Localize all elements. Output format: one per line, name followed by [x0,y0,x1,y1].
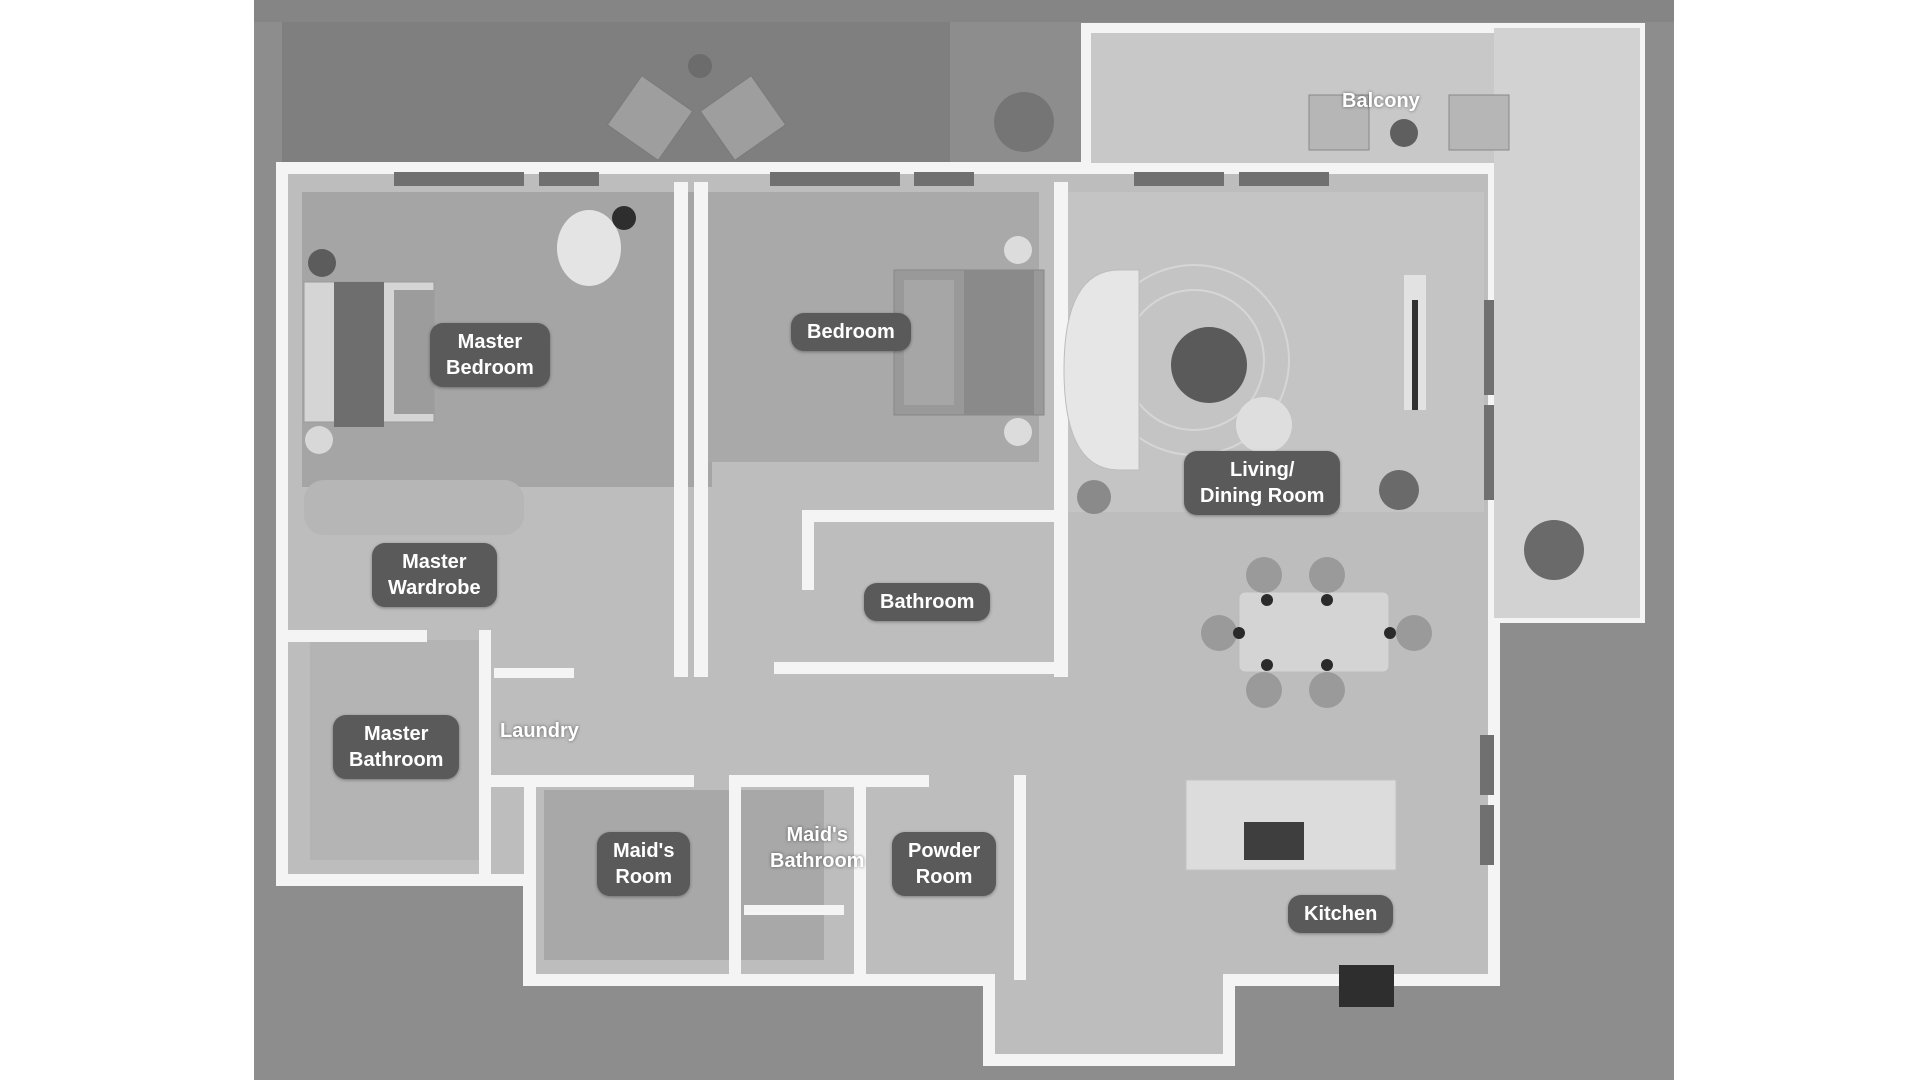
room-label-maids-bathroom: Maid's Bathroom [770,824,865,872]
room-label-living-dining: Living/ Dining Room [1184,451,1341,515]
interior-walls [282,182,1068,980]
balcony-furniture [1308,94,1584,580]
room-label-balcony: Balcony [1342,90,1420,112]
windows-top [394,172,1329,186]
room-label-laundry: Laundry [500,720,579,742]
bedroom-bed [893,236,1045,446]
terrace-furniture [606,54,1054,162]
armchair [557,206,636,286]
dining-table [1201,557,1432,708]
room-label-bedroom: Bedroom [791,313,911,351]
master-bed [303,249,524,535]
room-label-powder-room: Powder Room [892,832,997,896]
floor-plan: Balcony Master Bedroom Bedroom Living/ D… [254,0,1674,1080]
room-label-maids-room: Maid's Room [597,832,691,896]
room-label-master-bedroom: Master Bedroom [430,323,550,387]
living-furniture [1063,264,1426,514]
terrace-top [282,20,950,170]
roof-edge [254,0,1674,22]
room-label-bathroom: Bathroom [864,583,991,621]
balcony-glass [1494,28,1640,618]
room-label-master-bathroom: Master Bathroom [333,715,460,779]
floor-plan-drawing [254,0,1674,1066]
kitchen-island [1185,779,1397,1007]
room-label-master-wardrobe: Master Wardrobe [372,543,497,607]
room-label-kitchen: Kitchen [1288,895,1394,933]
